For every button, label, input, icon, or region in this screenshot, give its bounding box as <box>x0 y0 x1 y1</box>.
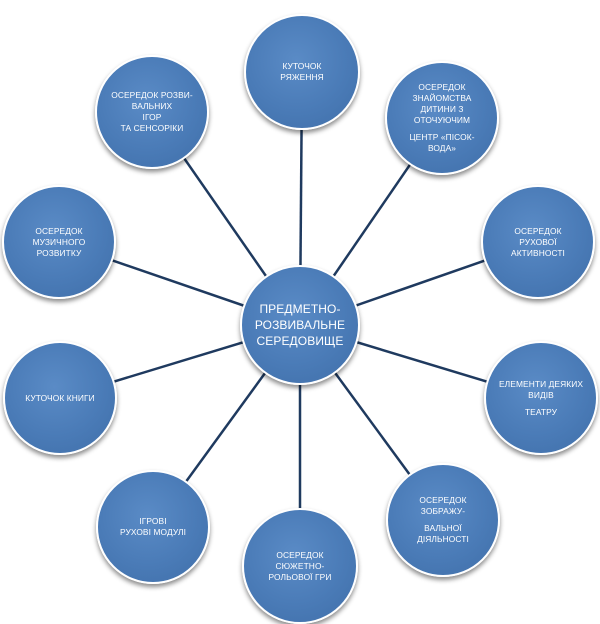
center-label-line: ПРЕДМЕТНО- <box>259 302 341 316</box>
node-label-line: ДИТИНИ З <box>420 104 464 114</box>
node-label-line: МУЗИЧНОГО <box>32 236 86 247</box>
node-label-line: РОЛЬОВОЇ ГРИ <box>268 571 332 582</box>
node-label-line: ІГРОВІ <box>139 516 167 526</box>
node-label-line: РЯЖЕННЯ <box>280 72 324 82</box>
node-label-line: ТЕАТРУ <box>524 406 558 417</box>
node-label-line: КУТОЧОК КНИГИ <box>25 392 95 403</box>
center-label-line: СЕРЕДОВИЩЕ <box>256 334 344 348</box>
center-node: ПРЕДМЕТНО- РОЗВИВАЛЬНЕ СЕРЕДОВИЩЕ <box>240 265 360 385</box>
node-label-line: ТА СЕНСОРІКИ <box>120 123 184 133</box>
node-label-line: РУХОВОЇ <box>519 236 557 247</box>
node-label-line: ДІЯЛЬНОСТІ <box>417 534 469 544</box>
node-label-line: АКТИВНОСТІ <box>511 247 565 258</box>
node-label-line: ОСЕРЕДОК <box>419 495 467 505</box>
node-label-line: ЦЕНТР «ПІСОК- <box>409 132 475 142</box>
node-label-line: ОСЕРЕДОК <box>418 82 466 92</box>
node-label-line: ЕЛЕМЕНТИ ДЕЯКИХ <box>498 378 584 389</box>
node-label-line: ВОДА» <box>427 143 457 153</box>
node-kutochok-knyhy: КУТОЧОК КНИГИ <box>3 341 117 455</box>
node-label-line: КУТОЧОК <box>282 61 322 71</box>
node-label-line: ІГОР <box>142 112 162 122</box>
node-label-line: ОСЕРЕДОК <box>35 225 83 236</box>
node-label-line: ЗОБРАЖУ- <box>420 506 466 516</box>
node-label-line: ОТОЧУЮЧИМ <box>413 115 471 125</box>
node-label-line: РОЗВИТКУ <box>36 247 82 258</box>
node-label-line: ОСЕРЕДОК <box>276 549 324 560</box>
node-label-line: ОСЕРЕДОК <box>514 225 562 236</box>
node-label-line: ВАЛЬНОЇ <box>424 523 462 533</box>
node-label-line: СЮЖЕТНО- <box>275 560 325 571</box>
node-label-line: РУХОВІ МОДУЛІ <box>119 527 187 537</box>
node-label-line: ЗНАЙОМСТВА <box>412 93 472 103</box>
node-label-line: ВАЛЬНИХ <box>131 101 173 111</box>
node-label-line: ОСЕРЕДОК РОЗВИ- <box>111 90 193 100</box>
node-label-line: ВИДІВ <box>528 389 554 400</box>
center-label-line: РОЗВИВАЛЬНЕ <box>254 318 346 332</box>
